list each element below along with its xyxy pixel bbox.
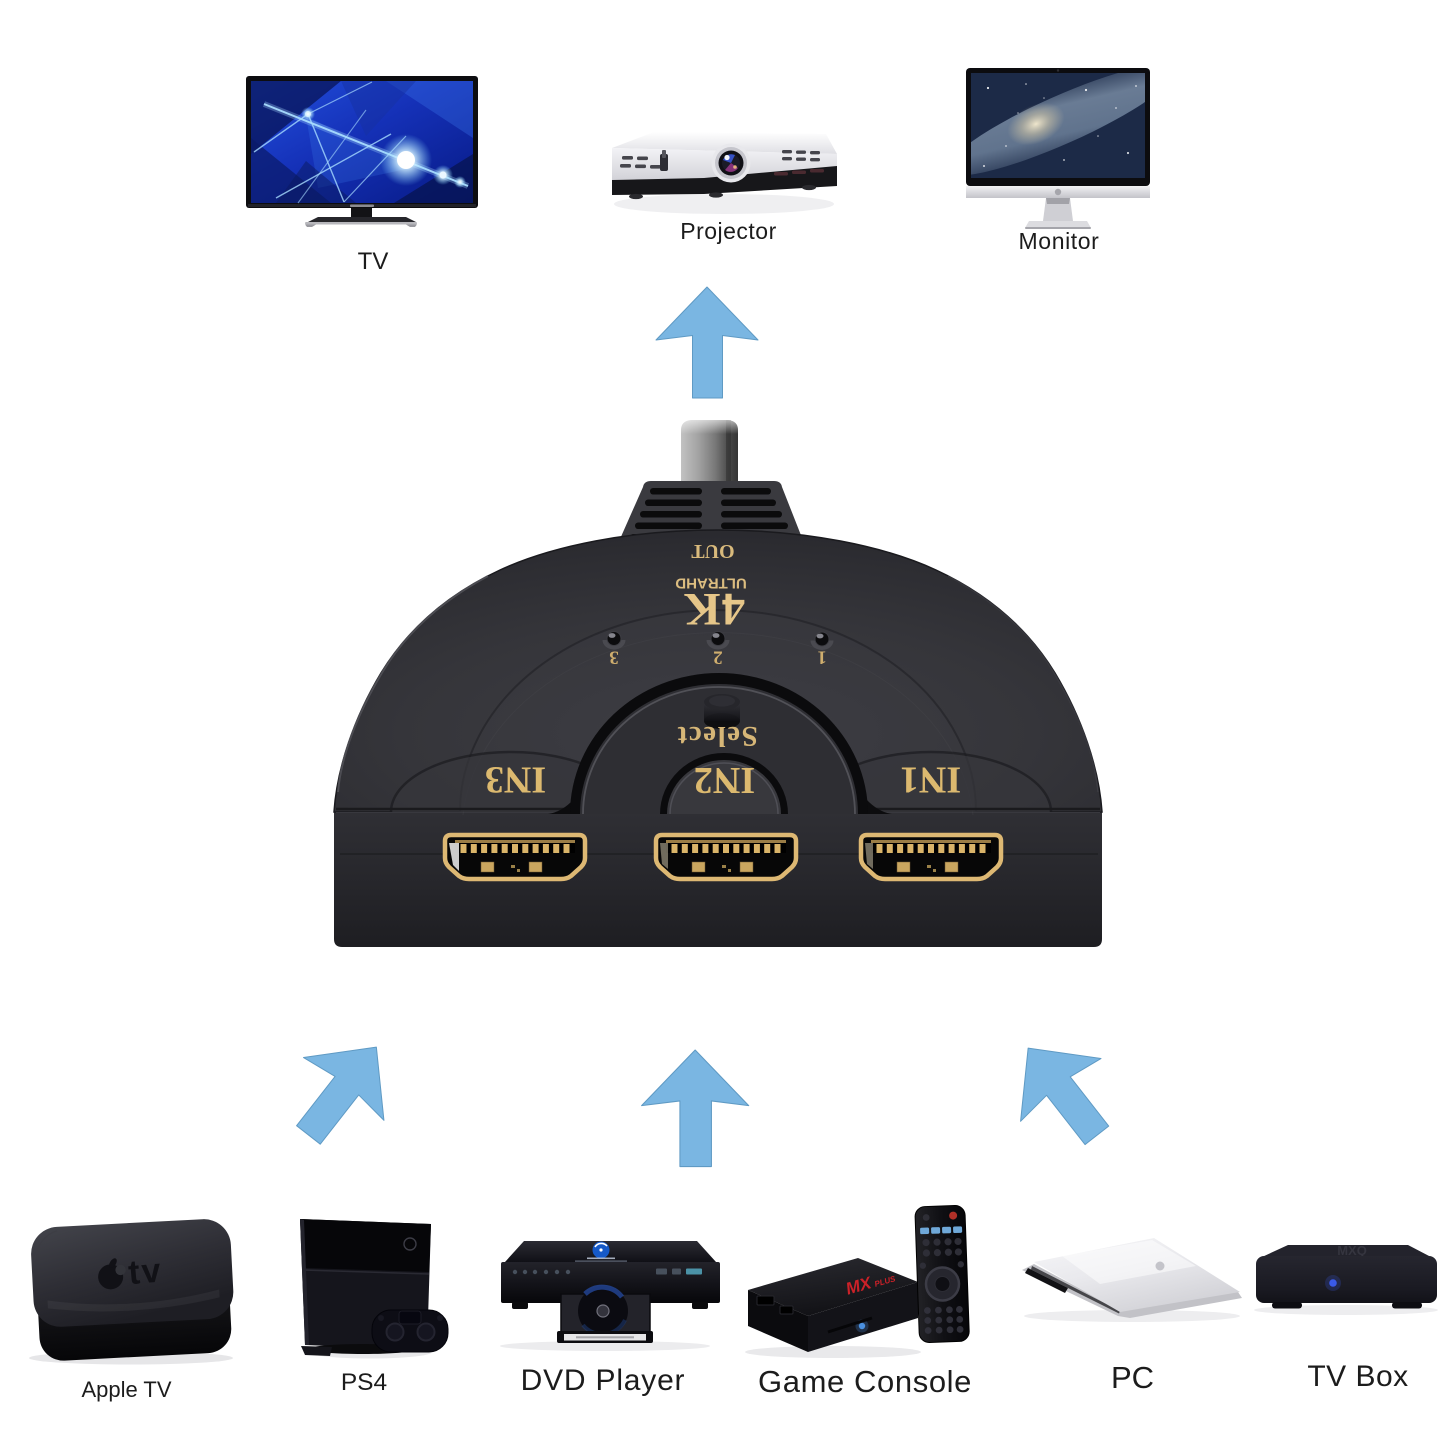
svg-text:IN3: IN3 [485, 759, 546, 801]
svg-text:4K: 4K [683, 583, 745, 635]
svg-text:IN1: IN1 [900, 759, 961, 801]
svg-text:Select: Select [676, 720, 757, 752]
svg-text:1: 1 [817, 647, 827, 668]
svg-text:OUT: OUT [691, 540, 735, 562]
svg-text:MXQ: MXQ [1337, 1243, 1367, 1258]
svg-text:2: 2 [713, 647, 723, 668]
svg-text:IN2: IN2 [694, 759, 755, 801]
svg-text:ULTRAHD: ULTRAHD [675, 575, 747, 592]
svg-text:tv: tv [127, 1251, 164, 1292]
svg-text:3: 3 [609, 647, 619, 668]
